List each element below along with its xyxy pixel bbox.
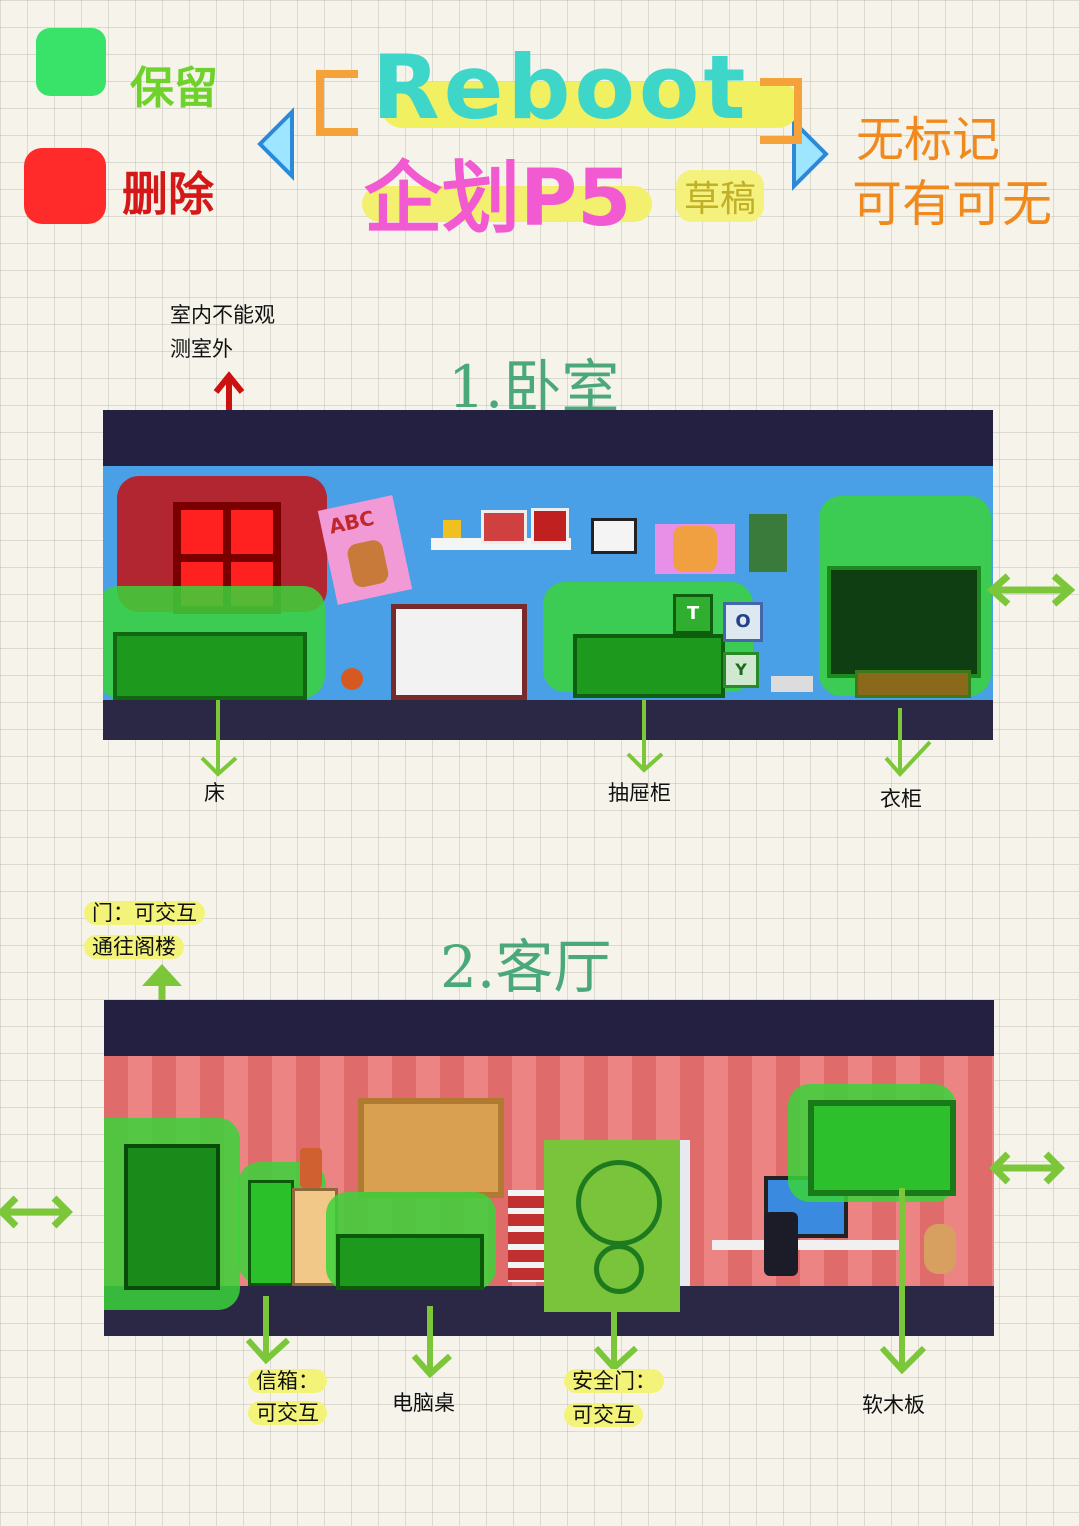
keep-label: 保留 — [130, 63, 218, 114]
bracket-right — [760, 78, 802, 144]
safe-door-wheel — [594, 1244, 644, 1294]
basketball — [341, 668, 363, 690]
wardrobe — [827, 566, 981, 678]
mailbox-cabinet — [248, 1180, 294, 1286]
bedroom-scene: ABC T O Y — [103, 410, 993, 740]
bed-frame — [391, 604, 527, 700]
bedroom-floor — [103, 700, 993, 740]
livingroom-scene — [104, 1000, 994, 1336]
toy-cube-y: Y — [723, 652, 759, 688]
pc-workstation — [712, 1240, 900, 1250]
drawer-cabinet — [573, 634, 725, 698]
bedroom-heading: 1.卧室 — [448, 353, 620, 421]
note-line2: 可有可无 — [852, 175, 1052, 233]
game-console — [771, 676, 813, 692]
bed-green — [113, 632, 307, 700]
title-highlight — [380, 82, 800, 128]
mailbox-label-line1: 信箱： — [248, 1364, 327, 1398]
corkboard-label: 软木板 — [862, 1393, 925, 1417]
delete-swatch — [24, 148, 106, 224]
bed-label: 床 — [204, 781, 225, 805]
title-tag: 草稿 — [676, 170, 765, 222]
shelf-item-rubik — [443, 520, 461, 538]
guitar — [924, 1224, 956, 1274]
attic-door — [124, 1144, 220, 1290]
bulletin-frame — [358, 1098, 504, 1198]
computer-desk — [336, 1234, 484, 1290]
subtitle-highlight — [362, 186, 652, 222]
door-note-line1: 门：可交互 — [84, 896, 205, 930]
shelf-item-tv — [481, 510, 527, 544]
title-sub: 企划P5 — [364, 154, 632, 244]
office-chair — [764, 1212, 798, 1276]
cube-letter-y: Y — [735, 660, 747, 679]
potted-plant — [300, 1148, 322, 1188]
poster-face — [655, 524, 735, 574]
wardrobe-label: 衣柜 — [880, 787, 922, 811]
wardrobe-drawer — [855, 670, 971, 698]
drawer-label: 抽屉柜 — [608, 781, 671, 805]
bedroom-ceiling — [103, 410, 993, 466]
fridge — [680, 1140, 690, 1286]
door-note-line2: 通往阁楼 — [84, 930, 184, 964]
basketball-hoop — [591, 518, 637, 554]
window-note-line2: 测室外 — [170, 337, 233, 361]
toy-cube-t: T — [673, 594, 713, 634]
livingroom-ceiling — [104, 1000, 994, 1056]
safe-door-face — [576, 1160, 662, 1246]
shelf-item-frame — [531, 508, 569, 544]
desk-label: 电脑桌 — [392, 1391, 455, 1415]
safe-door-label-line1: 安全门： — [564, 1364, 664, 1398]
ladder — [508, 1190, 544, 1282]
title-main: Reboot — [372, 36, 750, 139]
poster-soccer — [749, 514, 787, 572]
safe-door-label-line2: 可交互 — [564, 1398, 643, 1432]
window-note-line1: 室内不能观 — [170, 303, 275, 327]
livingroom-heading: 2.客厅 — [440, 933, 612, 1001]
bracket-left — [316, 70, 358, 136]
corkboard — [808, 1100, 956, 1196]
keep-swatch — [36, 28, 106, 96]
cube-letter-t: T — [686, 603, 700, 624]
mailbox-label-line2: 可交互 — [248, 1396, 327, 1430]
delete-label: 删除 — [122, 167, 214, 221]
cube-letter-o: O — [735, 611, 751, 632]
note-line1: 无标记 — [856, 112, 1001, 168]
toy-cube-o: O — [723, 602, 763, 642]
